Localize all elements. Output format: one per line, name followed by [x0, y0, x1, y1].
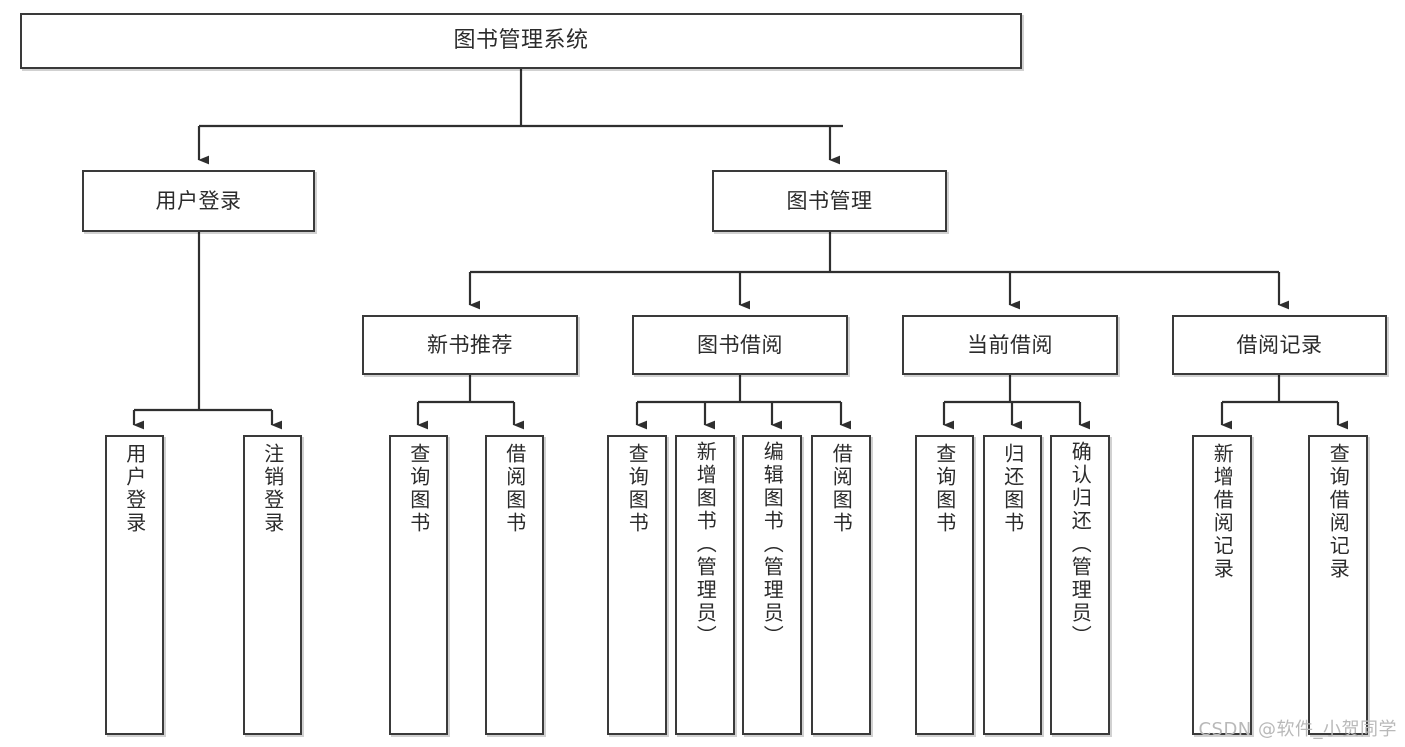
- node-label: 查询图书: [625, 443, 650, 535]
- node-book-borrow[interactable]: 图书借阅: [632, 315, 848, 375]
- node-label: 新增借阅记录: [1210, 443, 1235, 581]
- node-user-login[interactable]: 用户登录: [82, 170, 315, 232]
- node-label: 图书借阅: [697, 332, 783, 357]
- node-current-borrow[interactable]: 当前借阅: [902, 315, 1118, 375]
- node-new-book-recommend[interactable]: 新书推荐: [362, 315, 578, 375]
- node-label: 查询借阅记录: [1326, 443, 1351, 581]
- node-label: 图书管理系统: [453, 28, 589, 54]
- node-label: 借阅图书: [829, 443, 854, 535]
- node-label: 归还图书: [1000, 443, 1025, 535]
- leaf-borrow-record-add-record[interactable]: 新增借阅记录: [1192, 435, 1252, 735]
- node-label: 查询图书: [406, 443, 431, 535]
- leaf-current-borrow-return-book[interactable]: 归还图书: [983, 435, 1042, 735]
- node-root-book-management-system[interactable]: 图书管理系统: [20, 13, 1022, 69]
- node-label: 编辑图书（管理员）: [760, 441, 785, 648]
- leaf-book-borrow-edit-book-admin[interactable]: 编辑图书（管理员）: [742, 435, 802, 735]
- node-label: 查询图书: [932, 443, 957, 535]
- node-label: 新书推荐: [427, 332, 513, 357]
- node-label: 用户登录: [155, 188, 242, 213]
- leaf-new-book-query-book[interactable]: 查询图书: [389, 435, 448, 735]
- node-label: 新增图书（管理员）: [693, 441, 718, 648]
- leaf-borrow-record-query-record[interactable]: 查询借阅记录: [1308, 435, 1368, 735]
- node-label: 当前借阅: [967, 332, 1053, 357]
- leaf-user-login-login[interactable]: 用户登录: [105, 435, 164, 735]
- leaf-book-borrow-add-book-admin[interactable]: 新增图书（管理员）: [675, 435, 735, 735]
- csdn-watermark: CSDN @软件_小贺同学: [1198, 719, 1397, 740]
- node-label: 借阅图书: [502, 443, 527, 535]
- node-label: 注销登录: [260, 443, 285, 535]
- node-borrow-record[interactable]: 借阅记录: [1172, 315, 1387, 375]
- node-label: 确认归还（管理员）: [1068, 441, 1093, 648]
- leaf-book-borrow-borrow-book[interactable]: 借阅图书: [811, 435, 871, 735]
- leaf-user-login-logout[interactable]: 注销登录: [243, 435, 302, 735]
- node-label: 用户登录: [122, 443, 147, 535]
- node-label: 借阅记录: [1236, 332, 1323, 357]
- leaf-new-book-borrow-book[interactable]: 借阅图书: [485, 435, 544, 735]
- node-book-management[interactable]: 图书管理: [712, 170, 947, 232]
- leaf-current-borrow-confirm-return-admin[interactable]: 确认归还（管理员）: [1050, 435, 1110, 735]
- leaf-book-borrow-query-book[interactable]: 查询图书: [607, 435, 667, 735]
- leaf-current-borrow-query-book[interactable]: 查询图书: [915, 435, 974, 735]
- node-label: 图书管理: [786, 188, 873, 213]
